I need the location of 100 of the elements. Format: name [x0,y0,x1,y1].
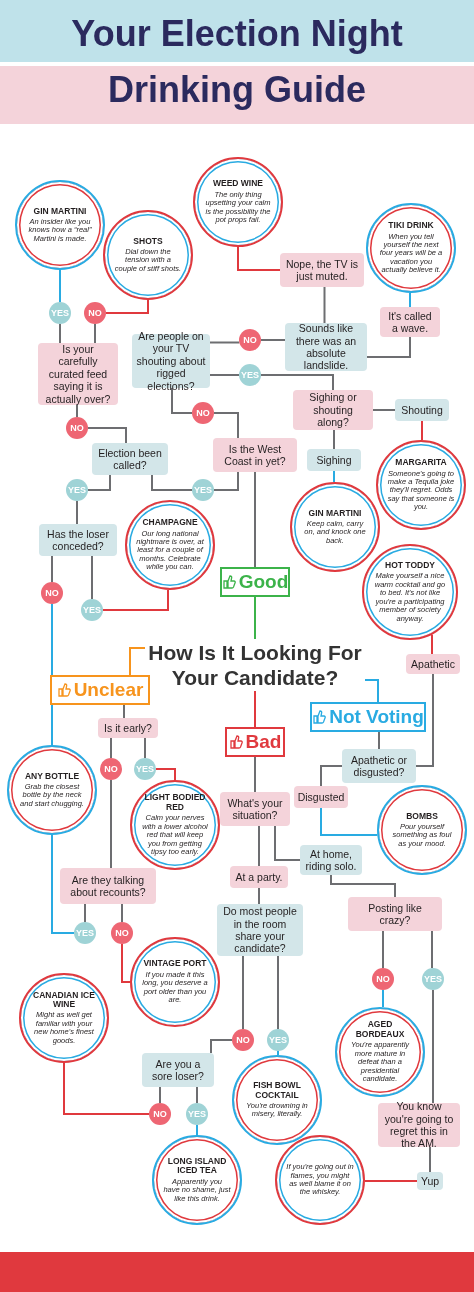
connector-line [429,1146,431,1173]
connector-line [123,704,125,719]
yes-circle: YES [81,599,103,621]
yes-circle: YES [422,968,444,990]
connector-line [59,269,61,303]
connector-line [110,779,112,869]
connector-line [254,596,256,640]
connector-line [213,412,239,439]
connector-line [364,679,379,703]
no-circle: NO [372,968,394,990]
connector-line [94,323,96,344]
drink-name: LIGHT BODIED RED [143,793,207,813]
connector-line [76,500,78,525]
connector-line [320,807,379,836]
connector-line [421,420,423,441]
no-circle: NO [192,402,214,424]
connector-line [121,943,131,983]
question-box: Sighing or shouting along? [293,390,373,430]
drink-name: TIKI DRINK [388,221,434,231]
drink-name: AGED BORDEAUX [354,1020,406,1040]
choice-box: Shouting [395,399,449,421]
connector-line [277,1050,279,1056]
connector-line [366,336,411,358]
connector-line [210,1039,233,1054]
connector-line [237,246,281,271]
question-box: At a party. [230,866,288,888]
connector-line [84,903,86,923]
connector-line [144,737,146,759]
connector-line [196,1124,198,1136]
connector-line [196,1086,198,1104]
drink-name: FISH BOWL COCKTAIL [252,1081,302,1100]
no-circle: NO [111,922,133,944]
connector-line [51,834,75,934]
connector-line [242,955,244,1030]
choice-box: Are you a sore loser? [142,1053,214,1087]
yes-circle: YES [66,479,88,501]
connector-line [171,387,193,414]
drink-name: MARGARITA [395,458,447,468]
connector-line [415,673,434,767]
no-circle: NO [239,329,261,351]
connector-line [63,1062,150,1115]
connector-line [159,1086,161,1104]
drink-name: LONG ISLAND ICED TEA [166,1156,228,1176]
yes-circle: YES [239,364,261,386]
question-box: You know you're going to regret this in the AM. [378,1103,460,1147]
connector-line [372,409,396,411]
category-label: Bad [245,731,282,753]
no-circle: NO [66,417,88,439]
connector-line [209,374,240,376]
connector-line [260,339,286,341]
connector-line [254,756,256,793]
question-box: It's called a wave. [380,307,440,337]
connector-line [258,887,260,905]
connector-line [155,768,176,781]
connector-line [323,286,326,324]
connector-line [254,471,256,568]
connector-line [110,737,112,759]
category-box [225,727,285,757]
drink-name: HOT TODDY [385,560,435,571]
category-box [220,567,290,597]
connector-line [431,930,433,969]
drink-circle [130,780,220,870]
question-box: Posting like crazy? [348,897,442,931]
connector-line [76,404,78,418]
connector-line [129,647,146,676]
connector-line [431,633,433,655]
question-box: Nope, the TV is just muted. [280,253,364,287]
category-label: Good [238,571,289,593]
drink-name: CHAMPAGNE [142,518,198,528]
connector-line [258,825,260,867]
connector-line [409,292,411,308]
category-box [310,702,426,732]
category-box [50,675,150,705]
choice-box: Are people on your TV shouting about rigged elections? [132,334,210,388]
connector-line [277,955,279,1030]
connector-line [105,299,149,314]
choice-box: Apathetic or disgusted? [342,749,416,783]
connector-line [274,825,301,861]
connector-line [59,323,61,344]
drink-name: CANADIAN ICE WINE [32,990,96,1010]
no-circle: NO [84,302,106,324]
connector-line [91,555,93,600]
drink-name: WEED WINE [212,179,264,189]
connector-line [102,589,169,611]
yes-circle: YES [134,758,156,780]
connector-line [333,470,335,483]
connector-line [87,427,127,444]
category-label: Not Voting [329,706,424,728]
question-box: Is the West Coast in yet? [213,438,297,472]
question-box: Is it early? [98,718,158,738]
choice-box: Do most people in the room share your candidate? [217,904,303,956]
yes-circle: YES [49,302,71,324]
connector-line [51,555,53,583]
drink-name: VINTAGE PORT [143,959,207,969]
choice-box: Sighing [307,449,361,471]
connector-line [382,989,384,1009]
connector-line [382,930,384,969]
connector-line [213,471,239,491]
connector-line [121,903,123,923]
no-circle: NO [41,582,63,604]
